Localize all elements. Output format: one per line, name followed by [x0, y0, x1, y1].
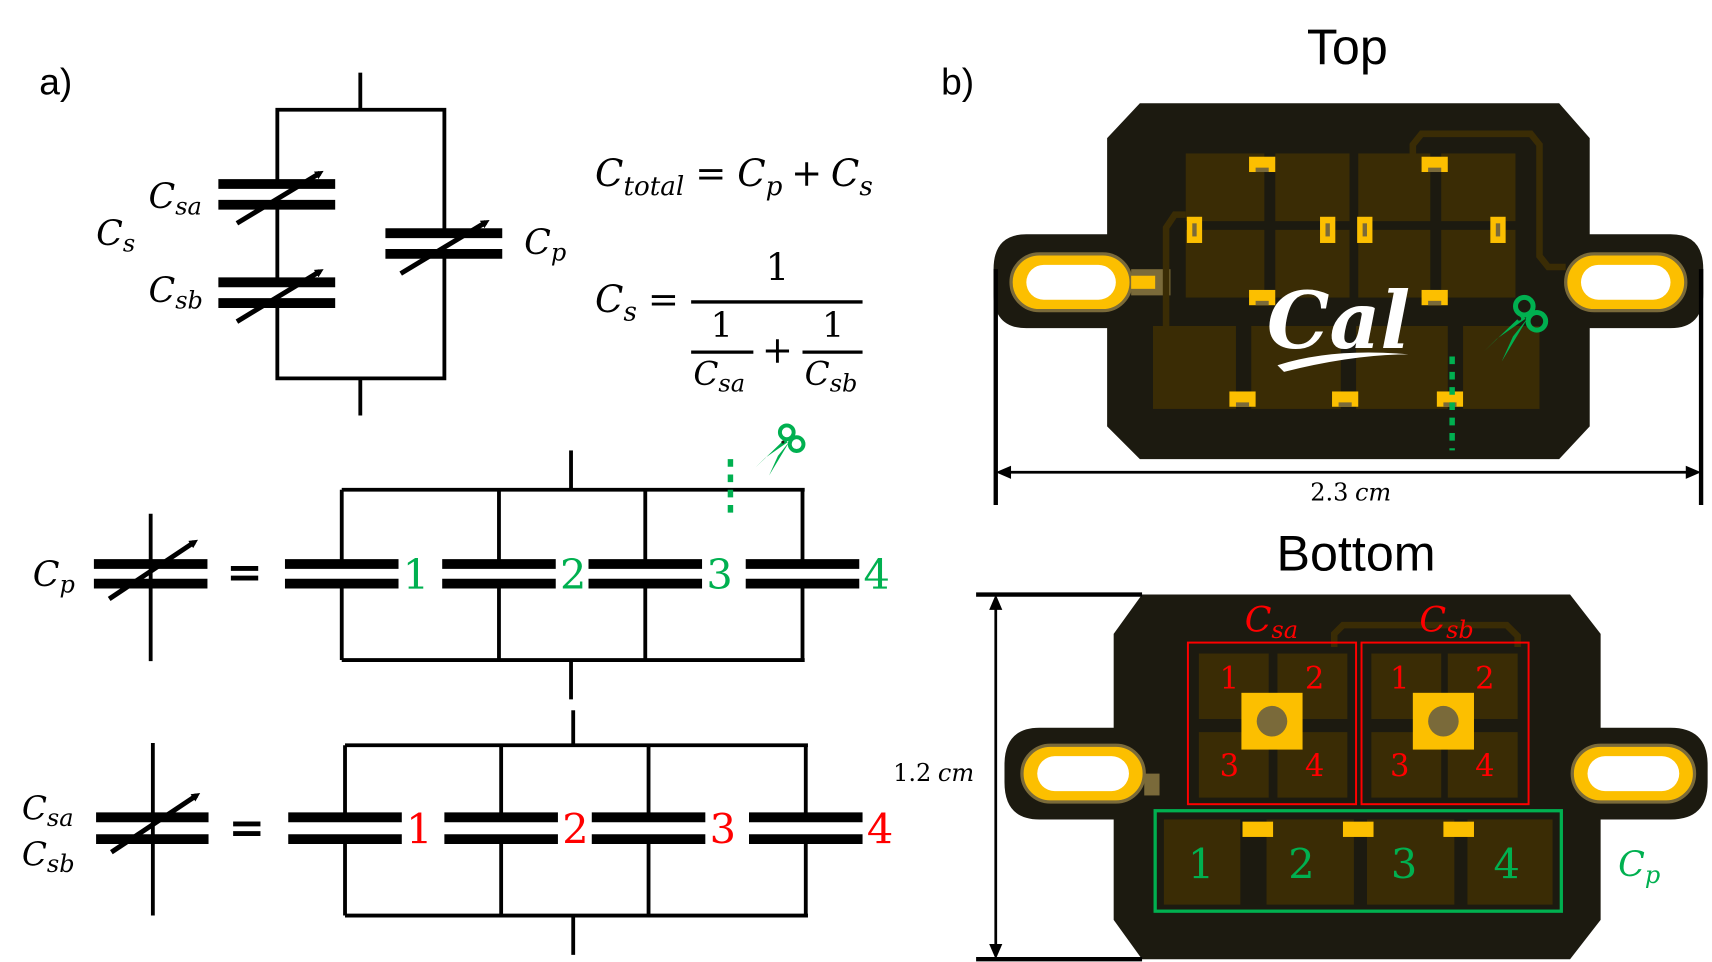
group-box-csb	[1360, 641, 1530, 806]
cp-pad-number: 3	[1391, 839, 1417, 888]
label-cp: Cp	[524, 223, 566, 267]
scissors-icon	[753, 423, 806, 478]
fraction-2-denominator: Csb	[805, 355, 858, 398]
bottom-cp-pads	[1163, 819, 1553, 905]
equation-cs-lhs: Cs=	[595, 278, 679, 328]
csa-pad-number: 4	[1305, 749, 1324, 784]
bottom-cs-pads	[1198, 653, 1518, 798]
fraction-1-numerator: 1	[711, 306, 733, 346]
capacitor-cp	[385, 219, 503, 276]
cp-pad-number: 2	[1288, 839, 1314, 888]
bottom-mount-hole-right	[1570, 743, 1697, 804]
smd-pad-inner	[1255, 167, 1269, 173]
smd-pad-inner	[1338, 402, 1352, 407]
pcb-top-view: Top	[993, 19, 1704, 507]
pcb-bottom-view: Bottom	[893, 526, 1708, 962]
cs-capacitor-number: 1	[406, 804, 432, 853]
top-trace-left	[1162, 211, 1186, 326]
csb-pad-number: 3	[1390, 749, 1409, 784]
fraction-1-denominator: Csa	[693, 355, 745, 398]
bottom-view-title: Bottom	[1277, 526, 1436, 582]
top-rail	[275, 107, 447, 233]
cp-pad-number: 4	[1494, 839, 1520, 888]
group-box-csa	[1186, 641, 1358, 806]
cs-equals: =	[228, 802, 265, 853]
csa-pad-number: 3	[1220, 749, 1239, 784]
capacitor-csb	[218, 269, 336, 324]
group-label-csb: Csb	[1419, 601, 1473, 645]
bottom-rail	[275, 253, 447, 381]
bottom-trace	[1330, 621, 1521, 647]
series-parallel-circuit: Csa Cs Csb Cp	[96, 72, 566, 416]
bottom-mount-hole-left	[1020, 743, 1160, 804]
panel-a-label: a)	[39, 60, 72, 102]
cp-variable-arrow	[107, 539, 198, 601]
width-dimension	[993, 269, 1704, 506]
smd-pad-inner	[1362, 223, 1367, 237]
label-cs: Cs	[96, 214, 135, 258]
top-trace-right	[1409, 130, 1566, 271]
smd-pad-inner	[1428, 167, 1442, 173]
cp-capacitor-number: 2	[560, 550, 586, 599]
csb-pad-number: 2	[1475, 661, 1494, 696]
smd-pad-inner	[1495, 223, 1501, 237]
cp-capacitor-number: 1	[403, 550, 429, 599]
csa-pad-number: 1	[1220, 661, 1239, 696]
smd-pad-inner	[1235, 402, 1250, 407]
smd-pad-inner	[1325, 223, 1330, 237]
bottom-center-via	[1428, 705, 1459, 737]
label-csb: Csb	[148, 271, 202, 315]
cp-array-label: Cp	[33, 555, 75, 599]
cal-logo-swoosh	[1277, 352, 1409, 372]
cs-capacitor-number: 3	[710, 804, 736, 853]
smd-pad-inner	[1428, 300, 1442, 306]
cp-capacitor-number: 4	[864, 550, 890, 599]
panel-b: b) Top	[893, 19, 1708, 962]
equation-total: Ctotal=Cp+Cs	[595, 152, 873, 202]
cp-equals: =	[226, 547, 263, 598]
cs-array-label-b: Csb	[22, 835, 75, 878]
top-lower-pads	[1152, 325, 1540, 409]
cs-capacitor-number: 2	[562, 804, 588, 853]
group-box-cp	[1153, 809, 1563, 913]
group-label-cp: Cp	[1618, 845, 1660, 889]
cp-capacitor-number: 3	[706, 550, 732, 599]
panel-a: a) Csa Cs C	[22, 60, 893, 955]
fraction-2-numerator: 1	[822, 306, 844, 346]
panel-b-label: b)	[941, 60, 974, 102]
cal-logo: Cal	[1267, 274, 1410, 367]
csa-pad-number: 2	[1305, 661, 1324, 696]
cs-array-circuit: Csa Csb = 1 2 3 4	[22, 710, 893, 955]
top-gold-connectors	[1186, 156, 1506, 407]
capacitor-csa	[218, 170, 336, 226]
csb-pad-number: 4	[1475, 749, 1494, 784]
cs-capacitor-number: 4	[867, 804, 893, 853]
smd-pad-inner	[1255, 300, 1269, 306]
bottom-center-via	[1256, 705, 1288, 737]
top-view-title: Top	[1307, 19, 1388, 75]
csb-pad-number: 1	[1390, 661, 1409, 696]
top-upper-pads	[1185, 153, 1516, 298]
equation-cs-numerator: 1	[766, 246, 790, 289]
equations: Ctotal=Cp+Cs Cs= 1 1 Csa + 1 Csb	[595, 152, 873, 397]
cs-array-label-a: Csa	[22, 789, 74, 832]
height-dimension	[976, 592, 1143, 962]
cp-array-circuit: Cp = 1 2 3 4	[33, 423, 890, 700]
top-mount-hole-right	[1564, 252, 1688, 313]
cs-variable-arrow	[110, 793, 201, 855]
cp-pad-number: 1	[1188, 839, 1214, 888]
group-label-csa: Csa	[1245, 601, 1298, 645]
fraction-plus: +	[762, 329, 793, 372]
smd-pad-inner	[1192, 223, 1197, 237]
label-csa: Csa	[148, 177, 201, 221]
